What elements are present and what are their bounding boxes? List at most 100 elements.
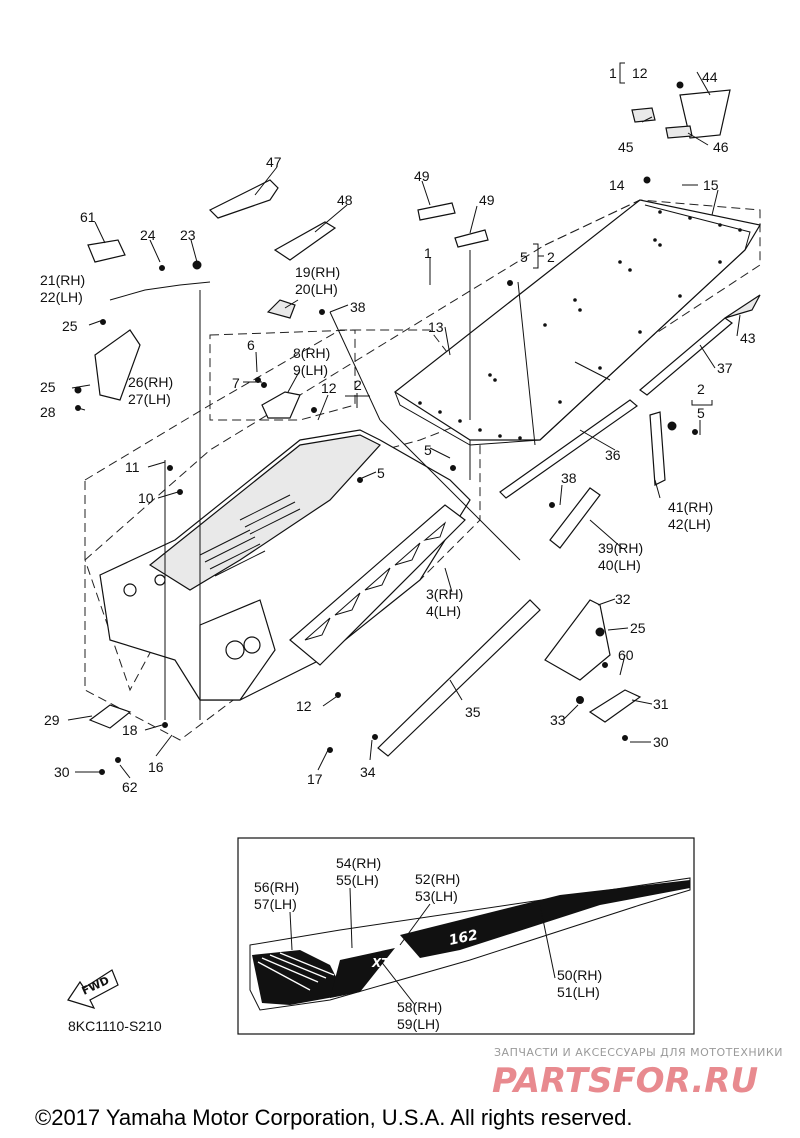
label-5b: 5 <box>697 405 705 421</box>
cover-61 <box>87 239 126 263</box>
label-60: 60 <box>618 647 634 663</box>
label-5d: 5 <box>377 465 385 481</box>
diagram-code: 8KC1110-S210 <box>68 1018 162 1034</box>
label-26: 26(RH) <box>128 374 173 390</box>
decal-leaders <box>289 887 556 1006</box>
label-40: 40(LH) <box>598 557 641 573</box>
label-12: 12 <box>632 65 648 81</box>
label-30a: 30 <box>653 734 669 750</box>
label-57: 57(LH) <box>254 896 297 912</box>
label-62: 62 <box>122 779 138 795</box>
label-15: 15 <box>703 177 719 193</box>
label-18: 18 <box>122 722 138 738</box>
label-9: 9(LH) <box>293 362 328 378</box>
label-5c: 5 <box>424 442 432 458</box>
step-plate-32 <box>544 599 611 681</box>
tunnel-rear-flange <box>644 204 751 251</box>
label-37: 37 <box>717 360 733 376</box>
reflector-39-40 <box>549 487 601 549</box>
label-39: 39(RH) <box>598 540 643 556</box>
label-11: 11 <box>125 459 140 475</box>
label-53: 53(LH) <box>415 888 458 904</box>
fasteners <box>74 81 698 775</box>
trim-41-42 <box>649 411 666 486</box>
label-47: 47 <box>266 154 282 170</box>
frame-truss <box>289 504 466 666</box>
label-38b: 38 <box>561 470 577 486</box>
label-2c: 2 <box>697 381 705 397</box>
watermark-logo: PARTSFOR.RU <box>492 1061 758 1101</box>
label-22: 22(LH) <box>40 289 83 305</box>
label-6: 6 <box>247 337 255 353</box>
label-25a: 25 <box>62 318 78 334</box>
stay-21-22 <box>109 281 211 301</box>
label-35: 35 <box>465 704 481 720</box>
label-20: 20(LH) <box>295 281 338 297</box>
label-59: 59(LH) <box>397 1016 440 1032</box>
label-19: 19(RH) <box>295 264 340 280</box>
label-16: 16 <box>148 759 164 775</box>
plate-45 <box>631 107 656 123</box>
label-7: 7 <box>232 375 240 391</box>
label-56: 56(RH) <box>254 879 299 895</box>
label-41: 41(RH) <box>668 499 713 515</box>
tunnel-panel <box>393 199 761 441</box>
pad-49b <box>454 229 489 248</box>
footrest-31 <box>588 689 642 723</box>
assembly-1-leader <box>544 199 641 246</box>
label-33: 33 <box>550 712 566 728</box>
copyright-notice: ©2017 Yamaha Motor Corporation, U.S.A. A… <box>35 1105 632 1130</box>
watermark-tagline: ЗАПЧАСТИ И АКСЕССУАРЫ ДЛЯ МОТОТЕХНИКИ <box>494 1046 783 1059</box>
label-44: 44 <box>702 69 718 85</box>
label-2b: 2 <box>354 377 362 393</box>
label-13: 13 <box>428 319 444 335</box>
frame-cooling-slots <box>199 494 301 577</box>
label-49a: 49 <box>414 168 430 184</box>
label-43: 43 <box>740 330 756 346</box>
pad-48 <box>273 221 337 261</box>
label-55: 55(LH) <box>336 872 379 888</box>
decal-black-band <box>400 880 690 958</box>
bracket-8-9 <box>261 391 301 419</box>
label-61: 61 <box>80 209 96 225</box>
label-32: 32 <box>615 591 631 607</box>
protector-29 <box>88 704 132 729</box>
decal-brand-text: XTX <box>371 956 399 970</box>
trim-43 <box>724 294 761 319</box>
pad-47 <box>208 179 279 219</box>
label-31: 31 <box>653 696 669 712</box>
label-50: 50(RH) <box>557 967 602 983</box>
label-25c: 25 <box>630 620 646 636</box>
label-1b: 1 <box>424 245 432 261</box>
label-54: 54(RH) <box>336 855 381 871</box>
label-36: 36 <box>605 447 621 463</box>
fwd-arrow-icon: FWD <box>67 969 119 1009</box>
label-42: 42(LH) <box>668 516 711 532</box>
label-17: 17 <box>307 771 323 787</box>
label-2a: 2 <box>547 249 555 265</box>
label-46: 46 <box>713 139 729 155</box>
label-51: 51(LH) <box>557 984 600 1000</box>
label-29: 29 <box>44 712 60 728</box>
pad-49a <box>417 202 456 221</box>
label-12a: 12 <box>321 380 337 396</box>
label-58: 58(RH) <box>397 999 442 1015</box>
inner-frame-outline <box>209 329 356 421</box>
label-27: 27(LH) <box>128 391 171 407</box>
label-1: 1 <box>609 65 617 81</box>
rail-part-37 <box>639 317 733 396</box>
grab-bar-44 <box>679 89 731 139</box>
label-10: 10 <box>138 490 154 506</box>
frame-truss-openings <box>304 521 447 641</box>
label-48: 48 <box>337 192 353 208</box>
label-52: 52(RH) <box>415 871 460 887</box>
cover-19-20 <box>266 299 296 319</box>
leader-lines <box>67 71 741 779</box>
bracket-26-27 <box>94 329 141 401</box>
label-3: 3(RH) <box>426 586 463 602</box>
decal-model-text: 162 <box>448 927 480 949</box>
label-45: 45 <box>618 139 634 155</box>
label-24: 24 <box>140 227 156 243</box>
label-49b: 49 <box>479 192 495 208</box>
